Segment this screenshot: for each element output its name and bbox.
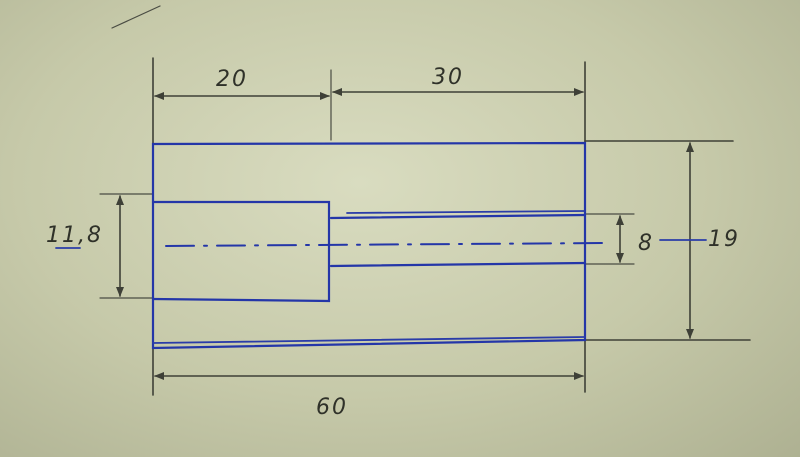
- center-line: [166, 243, 610, 246]
- dimension-label-60: 60: [316, 395, 348, 420]
- large-bore-outline: [153, 202, 329, 301]
- dimension-label-8: 8: [638, 231, 654, 256]
- dimension-label-30: 30: [432, 65, 464, 90]
- dimension-label-20: 20: [216, 67, 248, 92]
- dimension-label-11-8: 11,8: [46, 223, 103, 248]
- small-bore-top-edge: [331, 215, 585, 218]
- stray-pencil-mark: [112, 6, 160, 28]
- dimension-label-19: 19: [708, 227, 740, 252]
- small-bore-bottom-edge: [331, 263, 585, 266]
- small-bore-top-edge-double: [347, 211, 585, 213]
